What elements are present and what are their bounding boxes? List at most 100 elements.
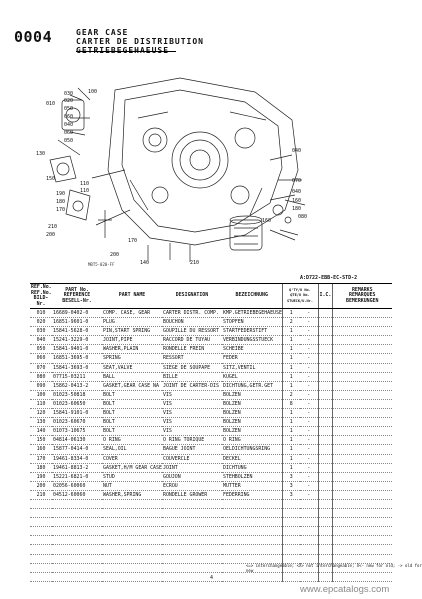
part-number-cell: 15862-0413-2	[52, 381, 102, 391]
blank-cell	[300, 563, 318, 573]
designation-cell: VIS	[162, 390, 222, 400]
blank-cell	[52, 544, 102, 555]
blank-cell	[102, 572, 162, 582]
remarks-cell	[331, 363, 392, 373]
table-header-row: REF.No. REF.No. BILD-Nr. PART No. REFERE…	[30, 283, 392, 309]
blank-cell	[281, 526, 300, 537]
part-name-cell: GASKET,H/M GEAR CASE	[102, 463, 162, 473]
ic-cell	[317, 335, 332, 346]
title-english: GEAR CASE	[76, 28, 129, 37]
callout-label: 040	[292, 189, 301, 195]
callout-label: 050	[64, 138, 73, 144]
callout-label: 190	[56, 191, 65, 197]
qty-a-cell: 8	[281, 399, 300, 410]
designation-cell: VIS	[162, 399, 222, 410]
part-number-cell: 01023-50818	[52, 390, 102, 400]
qty-a-cell: 1	[281, 326, 300, 337]
callout-label: 150	[46, 176, 55, 182]
qty-a-cell: 1	[281, 335, 300, 346]
callout-label: 140	[140, 260, 149, 265]
blank-cell	[52, 499, 102, 510]
designation-cell: RACCORD DE TUYAU	[162, 335, 222, 346]
bezeichnung-cell: KUGEL	[222, 372, 282, 382]
bezeichnung-cell: DICHTUNG	[222, 463, 282, 473]
bezeichnung-cell: FEDERRING	[222, 490, 282, 500]
blank-cell	[162, 572, 222, 582]
part-name-cell: PLUG	[102, 317, 162, 328]
part-ref-cell: 020	[30, 317, 52, 328]
part-name-cell: COVER	[102, 454, 162, 464]
qty-b-cell: -	[300, 308, 318, 319]
blank-cell	[300, 508, 318, 519]
designation-cell: RESSORT	[162, 353, 222, 364]
part-ref-cell: 060	[30, 353, 52, 364]
ic-cell	[317, 308, 332, 319]
qty-a-cell: 1	[281, 408, 300, 419]
blank-cell	[30, 517, 52, 528]
blank-cell	[222, 572, 282, 582]
part-ref-cell: 110	[30, 399, 52, 410]
part-number-cell: 02056-60060	[52, 481, 102, 491]
bezeichnung-cell: DECKEL	[222, 454, 282, 464]
title-german: GETRIEBEGEHAEUSE	[76, 46, 170, 55]
part-number-cell: 16689-0402-0	[52, 308, 102, 319]
bezeichnung-cell: OELDICHTUNGSRING	[222, 444, 282, 455]
blank-cell	[331, 526, 392, 537]
blank-row	[30, 535, 392, 546]
remarks-cell	[331, 472, 392, 482]
blank-cell	[30, 499, 52, 510]
remarks-cell	[331, 417, 392, 428]
blank-cell	[300, 554, 318, 564]
part-ref-cell: 210	[30, 490, 52, 500]
qty-b-cell: -	[300, 463, 318, 473]
qty-a-cell: 1	[281, 463, 300, 473]
blank-cell	[52, 526, 102, 537]
blank-cell	[300, 535, 318, 546]
ic-cell	[317, 317, 332, 328]
designation-cell: CARTER DISTR. COMP.	[162, 308, 222, 319]
callout-label: 060	[64, 114, 73, 120]
designation-cell: VIS	[162, 426, 222, 437]
blank-cell	[30, 526, 52, 537]
ic-cell	[317, 363, 332, 373]
remarks-cell	[331, 454, 392, 464]
blank-cell	[102, 499, 162, 510]
page-number: 4	[210, 575, 214, 581]
ic-cell	[317, 381, 332, 391]
callout-label: 210	[190, 260, 199, 265]
bezeichnung-cell: BOLZEN	[222, 408, 282, 419]
callout-label: 160	[262, 218, 271, 224]
blank-cell	[30, 554, 52, 564]
callout-label: 040	[292, 148, 301, 154]
remarks-cell	[331, 372, 392, 382]
part-number-cell: 04814-06130	[52, 435, 102, 446]
callout-label: 210	[48, 224, 57, 230]
title-french: CARTER DE DISTRIBUTION	[76, 37, 204, 46]
blank-cell	[30, 508, 52, 519]
part-name-cell: SPRING	[102, 353, 162, 364]
blank-cell	[300, 526, 318, 537]
blank-cell	[52, 572, 102, 582]
blank-cell	[102, 554, 162, 564]
qty-a-cell: 2	[281, 317, 300, 328]
part-ref-cell: 090	[30, 381, 52, 391]
blank-cell	[331, 535, 392, 546]
qty-a-cell: 3	[281, 490, 300, 500]
callout-label: 130	[36, 151, 45, 157]
qty-a-cell: 3	[281, 481, 300, 491]
bezeichnung-cell: O RING	[222, 435, 282, 446]
part-name-cell: SEAL,OIL	[102, 444, 162, 455]
blank-row	[30, 499, 392, 510]
blank-cell	[102, 517, 162, 528]
